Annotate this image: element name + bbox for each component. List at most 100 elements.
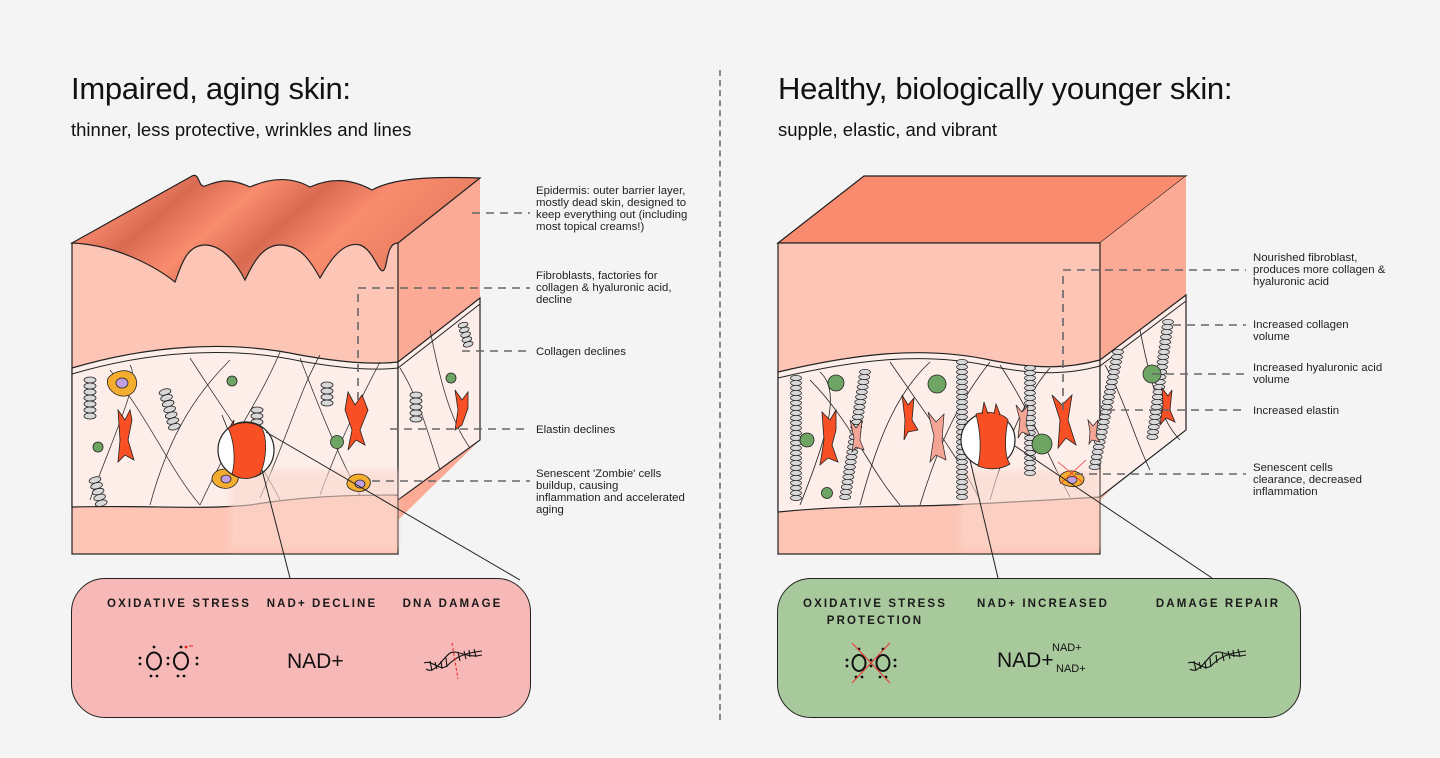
collagen-segment	[790, 420, 802, 426]
collagen-segment	[1112, 349, 1124, 355]
senescent-cell-cleared	[1057, 459, 1087, 487]
collagen-segment	[852, 414, 864, 420]
collagen-segment	[790, 480, 802, 486]
collagen-segment	[1102, 394, 1115, 400]
right-subtitle: supple, elastic, and vibrant	[778, 119, 998, 140]
collagen-segment	[1148, 419, 1161, 425]
collagen-segment	[790, 430, 802, 436]
collagen-segment	[956, 489, 968, 495]
panel-heading-dna-damage: DNA DAMAGE	[402, 598, 503, 610]
collagen-segment	[1024, 385, 1036, 391]
broken-dna-icon	[423, 642, 483, 680]
collagen-segment	[845, 454, 858, 460]
collagen-segment	[956, 399, 968, 405]
healthy-skin-block	[776, 175, 1246, 579]
collagen-segment	[859, 369, 871, 375]
crossed-oxygen-icon	[845, 642, 897, 684]
collagen-segment	[790, 395, 802, 401]
nad-increased-text: NAD+	[997, 649, 1054, 672]
leader-lines-left	[357, 212, 530, 482]
left-title: Impaired, aging skin:	[71, 71, 351, 106]
panel-heading-nad-increased: NAD+ INCREASED	[977, 598, 1109, 610]
collagen-segment	[1110, 359, 1122, 365]
panel-heading-oxidative-protection: OXIDATIVE STRESS PROTECTION	[803, 598, 947, 627]
wrinkled-surface	[69, 174, 482, 283]
collagen-segment	[853, 404, 866, 410]
collagen-segment	[956, 414, 968, 420]
oxygen-radical-icon	[138, 645, 199, 678]
collagen-segment	[855, 394, 867, 400]
collagen-segment	[1160, 334, 1172, 340]
collagen-segment	[852, 409, 865, 415]
collagen-segment	[1150, 404, 1163, 410]
collagen-segment	[790, 445, 802, 451]
annotation-collagen: Collagen declines	[536, 346, 626, 358]
collagen-fibers	[83, 321, 474, 507]
collagen-segment	[858, 374, 871, 380]
annotation-epidermis: Epidermis: outer barrier layer, mostly d…	[536, 185, 688, 233]
collagen-segment	[1024, 370, 1036, 376]
collagen-segment	[790, 385, 802, 391]
magnifier-circle	[217, 421, 275, 479]
fibroblasts-light	[849, 404, 1101, 464]
aging-effects-panel: OXIDATIVE STRESS NAD+ DECLINE DNA DAMAGE…	[71, 578, 531, 718]
annotation-hyaluronic-volume: Increased hyaluronic acid volume	[1253, 362, 1383, 386]
annotation-collagen-volume: Increased collagen volume	[1253, 319, 1349, 343]
collagen-segment	[1096, 424, 1109, 430]
collagen-segment	[956, 384, 968, 390]
collagen-segment	[790, 410, 802, 416]
leader-lines-right	[1062, 269, 1246, 475]
annotation-fibroblasts: Fibroblasts, factories for collagen & hy…	[536, 270, 672, 306]
collagen-segment	[844, 464, 856, 470]
fibroblasts	[117, 389, 469, 464]
collagen-segment	[790, 375, 802, 381]
collagen-segment	[790, 495, 802, 501]
collagen-segment	[1101, 399, 1114, 405]
collagen-segment	[956, 404, 968, 410]
dna-icon	[1187, 648, 1247, 672]
fibroblasts-right	[819, 386, 1176, 467]
collagen-segment	[1098, 414, 1111, 420]
collagen-segment	[844, 459, 857, 465]
collagen-segment	[956, 474, 968, 480]
collagen-segment	[1156, 359, 1169, 365]
hyaluronic-acid	[92, 372, 457, 453]
collagen-segment	[1024, 460, 1036, 466]
collagen-segment	[1095, 429, 1108, 435]
collagen-segment	[956, 464, 968, 470]
collagen-segment	[1100, 404, 1113, 410]
collagen-segment	[956, 369, 968, 375]
right-title: Healthy, biologically younger skin:	[778, 71, 1233, 106]
collagen-segment	[790, 380, 802, 386]
collagen-segment	[1024, 390, 1036, 396]
collagen-segment	[1104, 389, 1116, 395]
collagen-segment	[840, 489, 852, 495]
healthy-effects-panel: OXIDATIVE STRESS PROTECTION NAD+ INCREAS…	[777, 578, 1301, 718]
collagen-segment	[856, 384, 869, 390]
annotation-elastin: Elastin declines	[536, 424, 616, 436]
nad-small-2: NAD+	[1056, 663, 1086, 675]
collagen-segment	[1162, 319, 1174, 325]
collagen-segment	[956, 479, 968, 485]
collagen-segment	[790, 455, 802, 461]
collagen-segment	[1088, 464, 1101, 470]
collagen-segment	[839, 494, 852, 500]
collagen-segment	[1024, 365, 1036, 371]
collagen-segment	[956, 484, 968, 490]
collagen-segment	[842, 474, 855, 480]
aging-skin-block	[69, 174, 530, 581]
collagen-segment	[790, 415, 802, 421]
panel-heading-oxidative: OXIDATIVE STRESS	[107, 598, 251, 610]
collagen-segment	[1151, 399, 1164, 405]
collagen-segment	[1109, 364, 1121, 370]
collagen-segment	[790, 490, 802, 496]
collagen-segment	[790, 465, 802, 471]
senescent-cells	[107, 370, 371, 492]
collagen-segment	[1151, 394, 1164, 400]
panel-heading-nad-decline: NAD+ DECLINE	[266, 598, 378, 610]
collagen-segment	[1149, 414, 1161, 420]
collagen-segment	[790, 400, 802, 406]
collagen-segment	[857, 379, 870, 385]
collagen-segment	[1090, 454, 1103, 460]
collagen-segment	[1097, 419, 1110, 425]
